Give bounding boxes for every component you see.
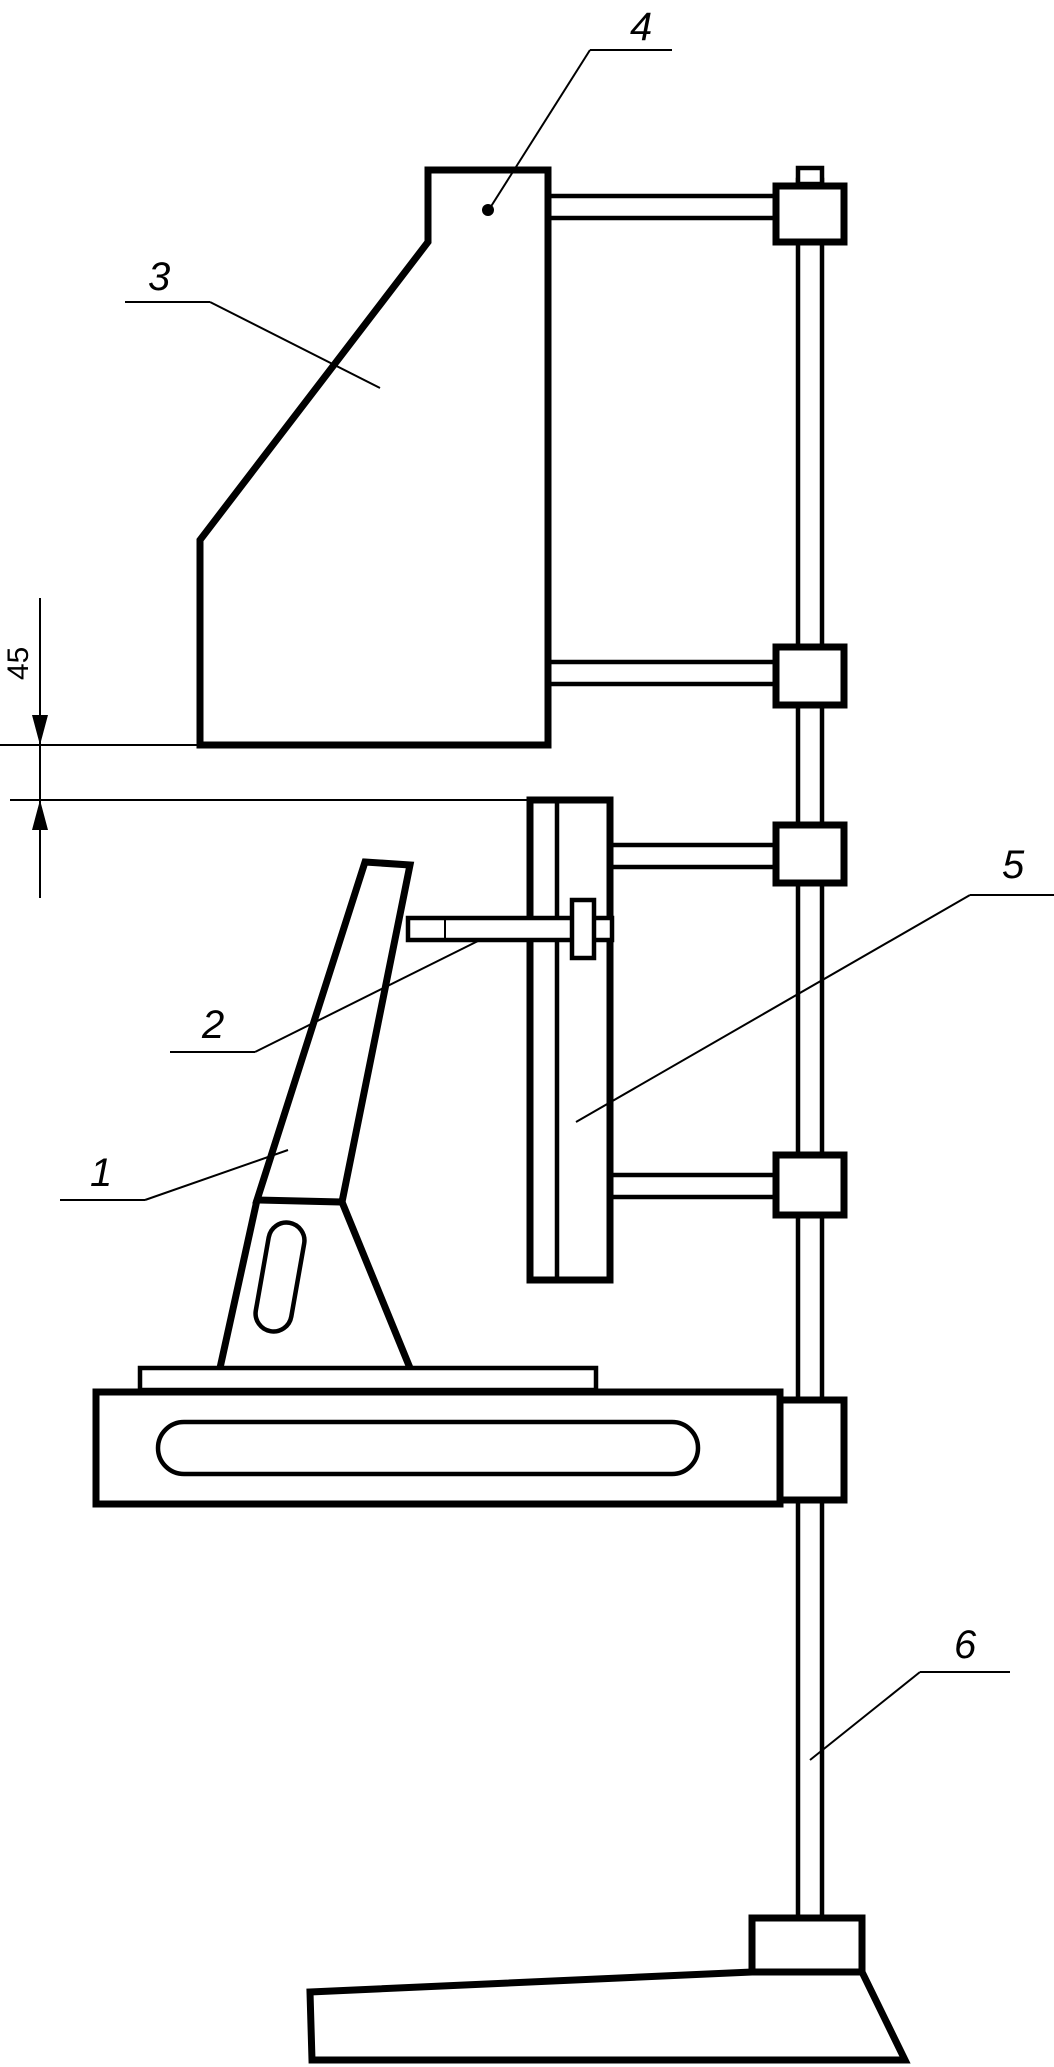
foot-base <box>306 1968 911 2064</box>
upper-hood-arm <box>545 193 779 221</box>
table <box>92 1388 784 1508</box>
base-plate <box>137 1365 599 1393</box>
callout-3: 3 <box>148 255 170 299</box>
holder <box>526 796 614 1284</box>
callout-4: 4 <box>630 5 652 49</box>
leader-lines <box>60 49 1054 1761</box>
foot-block <box>748 1914 866 1976</box>
clamp-1 <box>772 182 848 246</box>
holder-lower-arm <box>607 1172 779 1200</box>
callout-1: 1 <box>90 1151 112 1195</box>
dimension-label: 45 <box>2 647 35 680</box>
lower-hood-arm <box>545 659 779 687</box>
callout-6: 6 <box>954 1623 977 1667</box>
clamp-3 <box>772 821 848 887</box>
vertical-rod <box>795 165 825 1923</box>
hood <box>196 166 552 749</box>
clamp-2 <box>772 643 848 709</box>
dimension-gap <box>0 598 530 898</box>
specimen-stand <box>216 858 415 1370</box>
holder-upper-arm <box>607 842 779 870</box>
horizontal-rod <box>405 897 615 961</box>
callout-5: 5 <box>1002 843 1025 887</box>
clamp-table <box>776 1396 848 1504</box>
callout-2: 2 <box>201 1003 224 1047</box>
clamp-4 <box>772 1151 848 1219</box>
